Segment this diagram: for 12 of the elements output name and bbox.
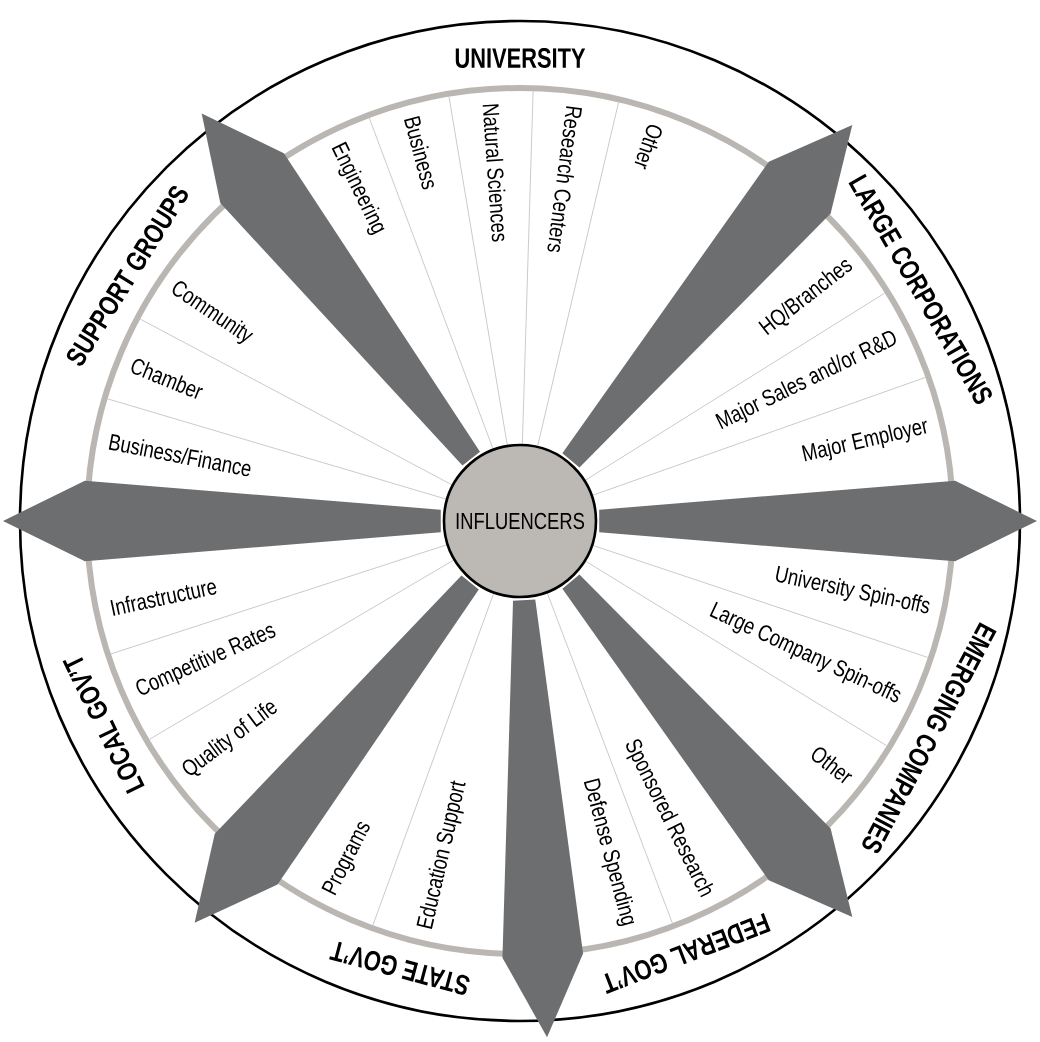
item-label: Education Support (416, 780, 466, 929)
item-label: Major Employer (801, 420, 927, 462)
item-label: Other (634, 125, 662, 170)
category-label: UNIVERSITY (455, 48, 586, 68)
category-label: STATE GOV’T (329, 941, 470, 995)
item-label: Research Centers (547, 106, 582, 253)
item-label: Infrastructure (110, 582, 217, 616)
item-label: Other (811, 747, 853, 784)
item-label: Defense Spending (583, 778, 635, 927)
item-label: Business (404, 115, 434, 190)
item-label: University Spin-offs (776, 565, 930, 614)
item-label: Natural Sciences (482, 104, 506, 242)
